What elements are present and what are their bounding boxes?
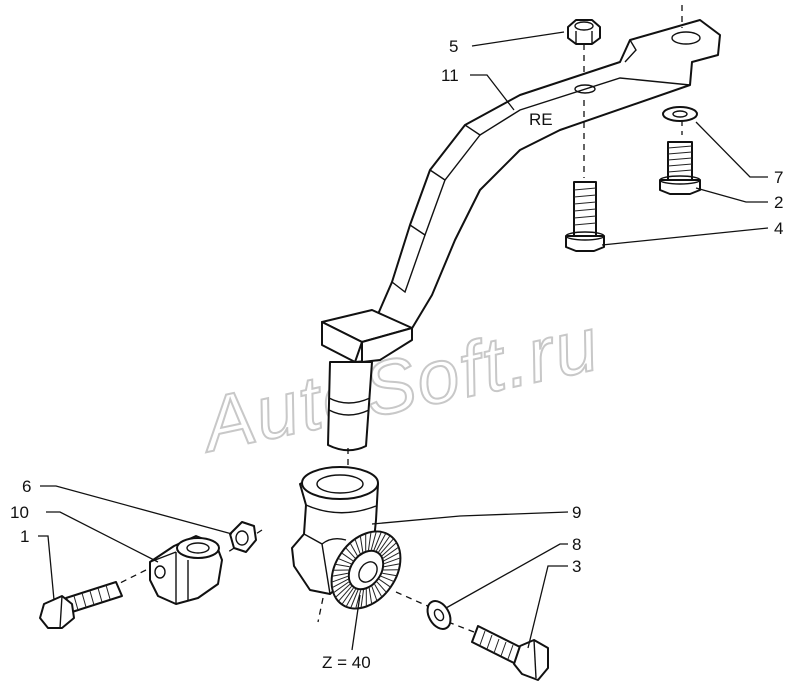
callout-9: 9 [572,503,581,522]
gear-teeth-label: Z = 40 [322,653,371,672]
callout-8: 8 [572,535,581,554]
washer-7 [662,106,698,122]
callout-5: 5 [449,37,458,56]
bolt-2 [659,141,701,195]
callout-1: 1 [20,527,29,546]
callout-11: 11 [441,66,459,85]
callout-10: 10 [10,503,29,522]
bolt-1 [39,581,123,629]
clamp-10 [149,535,223,605]
callout-2: 2 [774,193,783,212]
washer-8 [426,600,452,630]
arm-marking-re: RE [529,110,553,129]
steering-arm: RE [321,19,721,452]
callout-leaders [38,31,769,651]
callout-6: 6 [22,477,31,496]
nut-5 [567,19,601,45]
bolt-4 [565,181,605,252]
callout-labels: 5 11 7 2 4 6 10 1 9 8 3 Z = 40 [10,37,783,672]
callout-7: 7 [774,168,783,187]
callout-4: 4 [774,219,783,238]
spline-gear [330,530,402,610]
bolt-3 [471,625,549,681]
nut-6 [229,521,257,553]
callout-3: 3 [572,557,581,576]
